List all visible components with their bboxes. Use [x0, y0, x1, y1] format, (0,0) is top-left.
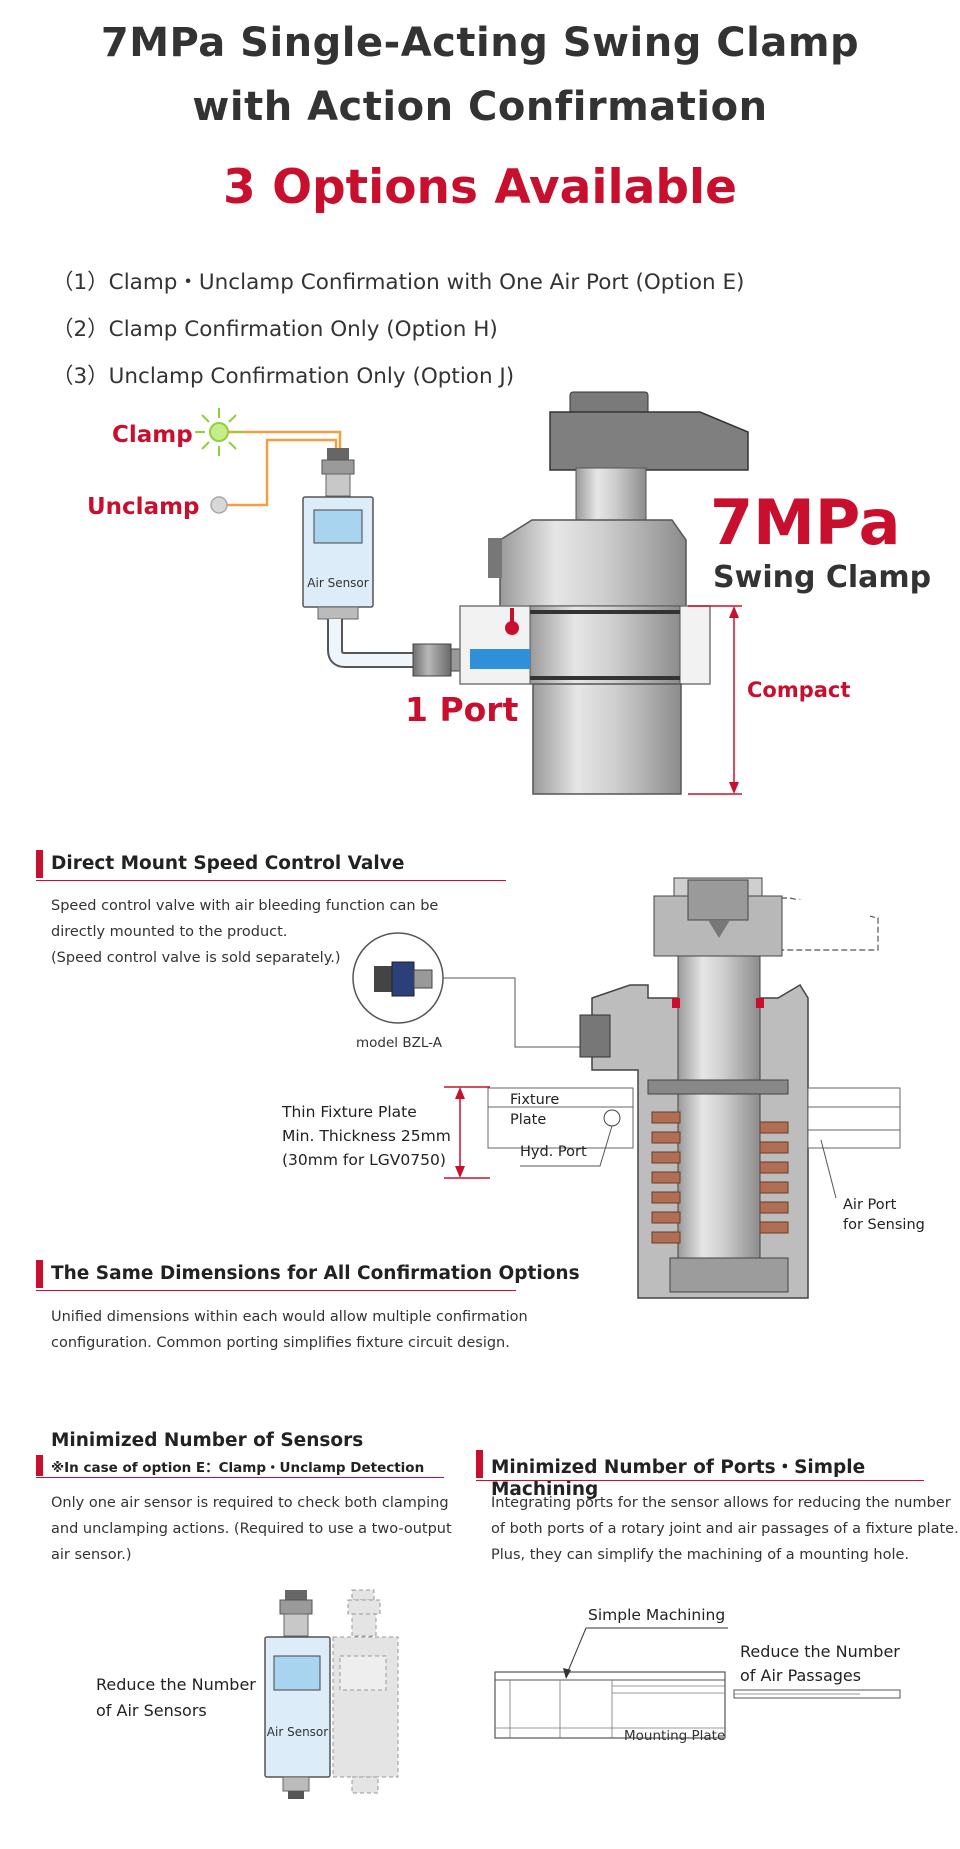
ports-heading-bar [476, 1450, 483, 1478]
simple-machining-label: Simple Machining [588, 1606, 726, 1624]
valve-heading-line [36, 880, 506, 881]
unclamp-wire [227, 438, 338, 507]
air-port-callout: Air Port for Sensing [843, 1195, 925, 1235]
option-1: （1）Clamp・Unclamp Confirmation with One A… [52, 270, 745, 295]
dimensions-heading: The Same Dimensions for All Confirmation… [51, 1263, 580, 1284]
ports-body-line-3: Plus, they can simplify the machining of… [491, 1547, 910, 1563]
reduce-passages-line-2: of Air Passages [740, 1666, 862, 1685]
clamp-label: Clamp [112, 422, 193, 448]
brand-7mpa: 7MPa [710, 486, 901, 559]
reduce-passages-line-1: Reduce the Number [740, 1642, 900, 1661]
clamp-cross-section [352, 877, 901, 1299]
valve-body-line-1: Speed control valve with air bleeding fu… [51, 898, 439, 914]
air-port-line-2: for Sensing [843, 1217, 925, 1233]
sensor-comparison-illustration [264, 1589, 399, 1799]
sensors-heading-line [36, 1477, 444, 1478]
sensors-body: Only one air sensor is required to check… [51, 1490, 452, 1568]
dimensions-body: Unified dimensions within each would all… [51, 1304, 528, 1356]
dimensions-heading-bar [36, 1260, 43, 1288]
reduce-passages-callout: Reduce the Number of Air Passages [740, 1640, 900, 1688]
mounting-plate-illustration [494, 1627, 901, 1739]
sensors-body-line-3: air sensor.) [51, 1547, 132, 1563]
sensors-heading-bar [36, 1455, 43, 1476]
unclamp-label: Unclamp [87, 494, 200, 520]
sensors-note: ※In case of option E：Clamp・Unclamp Detec… [51, 1460, 425, 1476]
valve-model-label: model BZL-A [356, 1035, 442, 1051]
sensor-section-sensor-label: Air Sensor [266, 1725, 329, 1739]
clamp-led-icon [195, 408, 243, 456]
reduce-sensors-callout: Reduce the Number of Air Sensors [96, 1672, 256, 1724]
thin-plate-line-2: Min. Thickness 25mm [282, 1127, 451, 1145]
reduce-sensors-line-1: Reduce the Number [96, 1675, 256, 1694]
hero-sensor-label: Air Sensor [307, 576, 369, 590]
sensors-body-line-2: and unclamping actions. (Required to use… [51, 1521, 452, 1537]
ports-body-line-1: Integrating ports for the sensor allows … [491, 1495, 951, 1511]
compact-label: Compact [747, 678, 851, 702]
swing-clamp-illustration [195, 391, 749, 795]
fixture-plate-callout: Fixture Plate [510, 1090, 559, 1130]
clamp-wire [227, 430, 342, 448]
valve-heading: Direct Mount Speed Control Valve [51, 853, 405, 874]
fixture-plate-line-1: Fixture [510, 1092, 560, 1108]
fixture-plate-line-2: Plate [510, 1112, 547, 1128]
valve-body-line-2: directly mounted to the product. [51, 924, 288, 940]
page-title-line2: with Action Confirmation [192, 84, 768, 130]
sensors-body-line-1: Only one air sensor is required to check… [51, 1495, 449, 1511]
ports-heading: Minimized Number of Ports・Simple Machini… [491, 1457, 866, 1500]
thin-plate-callout: Thin Fixture Plate Min. Thickness 25mm (… [282, 1100, 451, 1172]
dimensions-heading-line [36, 1290, 516, 1291]
air-port-line-1: Air Port [843, 1197, 897, 1213]
thin-plate-line-3: (30mm for LGV0750) [282, 1151, 446, 1169]
valve-heading-bar [36, 850, 43, 878]
dimensions-body-line-1: Unified dimensions within each would all… [51, 1309, 528, 1325]
brand-swing-clamp: Swing Clamp [713, 560, 932, 595]
hyd-port-label: Hyd. Port [520, 1144, 587, 1160]
options-heading: 3 Options Available [223, 160, 737, 215]
ports-body: Integrating ports for the sensor allows … [491, 1490, 959, 1568]
ports-body-line-2: of both ports of a rotary joint and air … [491, 1521, 959, 1537]
one-port-label: 1 Port [405, 690, 519, 729]
valve-body: Speed control valve with air bleeding fu… [51, 893, 438, 971]
option-2: （2）Clamp Confirmation Only (Option H) [52, 317, 498, 342]
unclamp-led-icon [210, 496, 228, 514]
ports-heading-line [476, 1480, 924, 1481]
mounting-plate-label: Mounting Plate [624, 1728, 726, 1744]
option-3: （3）Unclamp Confirmation Only (Option J) [52, 364, 515, 389]
valve-body-line-3: (Speed control valve is sold separately.… [51, 950, 341, 966]
reduce-sensors-line-2: of Air Sensors [96, 1701, 207, 1720]
dimensions-body-line-2: configuration. Common porting simplifies… [51, 1335, 510, 1351]
sensors-heading: Minimized Number of Sensors [51, 1430, 364, 1451]
page-title-line1: 7MPa Single-Acting Swing Clamp [100, 20, 860, 66]
thin-plate-line-1: Thin Fixture Plate [282, 1103, 417, 1121]
